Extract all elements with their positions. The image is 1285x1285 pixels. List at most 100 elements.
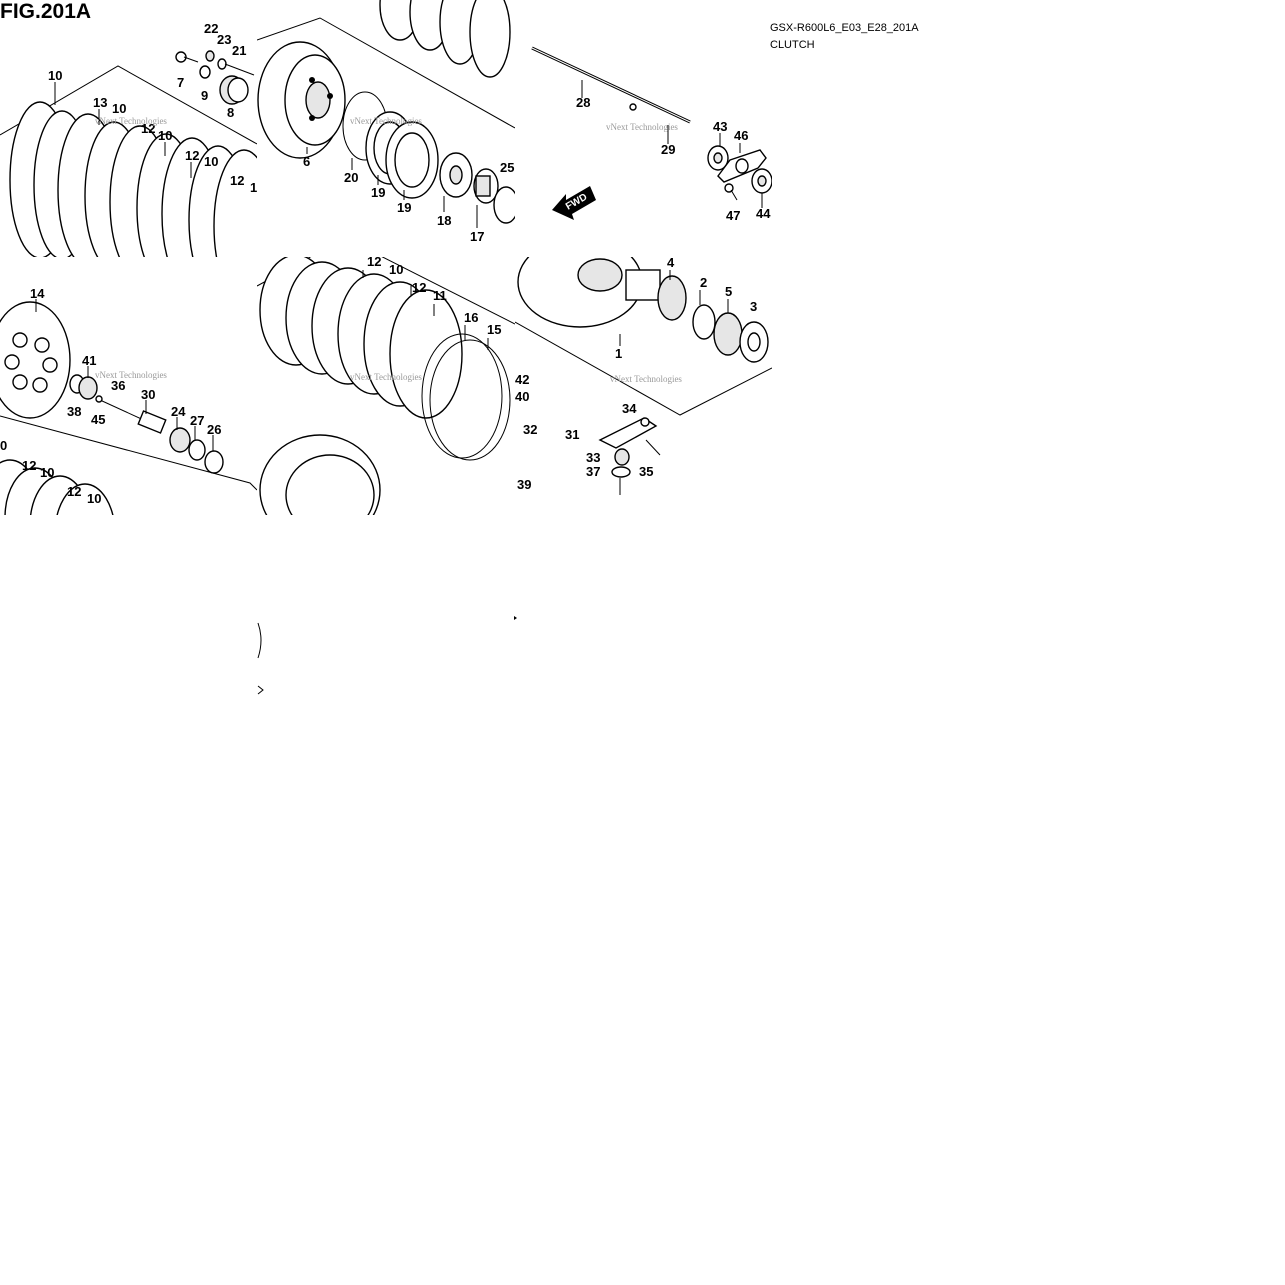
part-label: 46 — [734, 128, 748, 143]
washer-icon — [199, 65, 211, 79]
release-shaft-icon — [541, 374, 555, 491]
part-label: 11 — [433, 288, 447, 303]
part-label: 44 — [756, 206, 771, 221]
part-label: 0 — [0, 438, 7, 453]
watermark: vNext Technologies — [95, 116, 167, 126]
clutch-sleeve-hub-icon — [257, 41, 346, 159]
part-label: 31 — [565, 427, 579, 442]
part-label: 15 — [487, 322, 501, 337]
part-label: 25 — [500, 160, 514, 175]
panel-top-middle: 6 20 19 19 18 17 25 vNext Technologies — [257, 0, 515, 244]
part-label: 40 — [515, 389, 529, 404]
nut-icon — [205, 50, 227, 70]
part-label: 37 — [586, 464, 600, 479]
spring-washer-icon — [439, 152, 473, 198]
part-label: 12 — [367, 254, 381, 269]
part-label: 21 — [232, 43, 246, 58]
part-label: 14 — [30, 286, 45, 301]
watermark: vNext Technologies — [95, 370, 167, 380]
oil-seal-icon — [707, 145, 729, 171]
washer-icon — [692, 304, 716, 340]
clutch-plate-stack-icon — [259, 257, 463, 419]
part-label: 7 — [177, 75, 184, 90]
push-rod-end-icon — [137, 410, 167, 434]
part-label: 10 — [158, 128, 172, 143]
dowel-pin-icon — [524, 436, 536, 452]
washer-icon — [188, 439, 224, 474]
part-label: 12 — [22, 458, 36, 473]
part-label: 42 — [515, 372, 529, 387]
diagram-fragment — [257, 616, 517, 695]
part-label: 16 — [464, 310, 478, 325]
release-arm-icon — [598, 417, 658, 449]
part-label: 4 — [667, 255, 675, 270]
watermark: vNext Technologies — [350, 372, 422, 382]
panel-top-right: FWD 28 29 43 46 47 44 vNext Technologies — [531, 46, 772, 223]
part-label: 18 — [437, 213, 451, 228]
screw-icon — [724, 183, 738, 201]
part-label: 23 — [217, 32, 231, 47]
washer-icon — [611, 466, 631, 478]
needle-bearing-icon — [657, 275, 687, 321]
watermark: vNext Technologies — [606, 122, 678, 132]
part-label: 39 — [517, 477, 531, 492]
panel-middle-left: 14 41 38 45 36 30 24 27 26 0 12 10 12 10… — [0, 286, 257, 515]
part-label: 10 — [48, 68, 62, 83]
part-label: 29 — [661, 142, 675, 157]
panel-middle-center: 12 10 12 11 16 15 42 40 32 31 39 vNext T… — [257, 254, 579, 515]
primary-driven-gear-icon — [517, 257, 643, 328]
bolt-icon — [175, 51, 199, 63]
bracket-icon — [717, 149, 767, 183]
panel-top-left: 22 23 21 7 9 8 10 13 10 12 10 12 10 12 1… — [0, 21, 257, 257]
part-label: 45 — [91, 412, 105, 427]
push-rod-icon — [531, 46, 691, 124]
stud-icon — [224, 63, 255, 76]
part-label: 20 — [344, 170, 358, 185]
clutch-spring-icon — [219, 75, 249, 105]
part-label: 27 — [190, 413, 204, 428]
part-label: 35 — [639, 464, 653, 479]
part-label: 10 — [87, 491, 101, 506]
part-label: 9 — [201, 88, 208, 103]
bearing-icon — [169, 427, 191, 453]
part-label: 19 — [371, 185, 385, 200]
bolt-icon — [645, 439, 661, 456]
part-label: 41 — [82, 353, 96, 368]
part-label: 17 — [470, 229, 484, 244]
push-piece-icon — [629, 103, 637, 111]
part-label: 1 — [615, 346, 622, 361]
part-label: 12 — [412, 280, 426, 295]
spacer-icon — [625, 269, 661, 301]
part-label: 3 — [750, 299, 757, 314]
part-label: 12 — [67, 484, 81, 499]
watermark: vNext Technologies — [610, 374, 682, 384]
part-label: 19 — [397, 200, 411, 215]
pressure-plate-icon — [0, 301, 71, 419]
part-label: 10 — [40, 465, 54, 480]
clutch-plate-stack-icon — [9, 101, 257, 257]
panel-middle-right: 4 2 5 3 1 34 33 37 35 vNext Technologies — [515, 255, 772, 495]
part-label: 10 — [112, 101, 126, 116]
section-name: CLUTCH — [770, 39, 815, 51]
bearing-icon — [751, 168, 772, 194]
part-label: 12 — [185, 148, 199, 163]
needle-bearing-icon — [713, 312, 743, 356]
part-label: 22 — [204, 21, 218, 36]
spring-seat-icon — [385, 121, 439, 199]
part-label: 12 — [141, 121, 155, 136]
return-spring-icon — [614, 448, 630, 466]
part-label: 10 — [204, 154, 218, 169]
fwd-arrow-icon: FWD — [552, 186, 596, 220]
part-label: 5 — [725, 284, 732, 299]
part-label: 2 — [700, 275, 707, 290]
part-label: 43 — [713, 119, 727, 134]
part-label: 32 — [523, 422, 537, 437]
part-label: 38 — [67, 404, 81, 419]
part-label: 10 — [389, 262, 403, 277]
part-label: 13 — [93, 95, 107, 110]
wire-ring-icon — [421, 333, 511, 461]
part-label: 1 — [250, 180, 257, 195]
part-label: 28 — [576, 95, 590, 110]
part-label: 30 — [141, 387, 155, 402]
